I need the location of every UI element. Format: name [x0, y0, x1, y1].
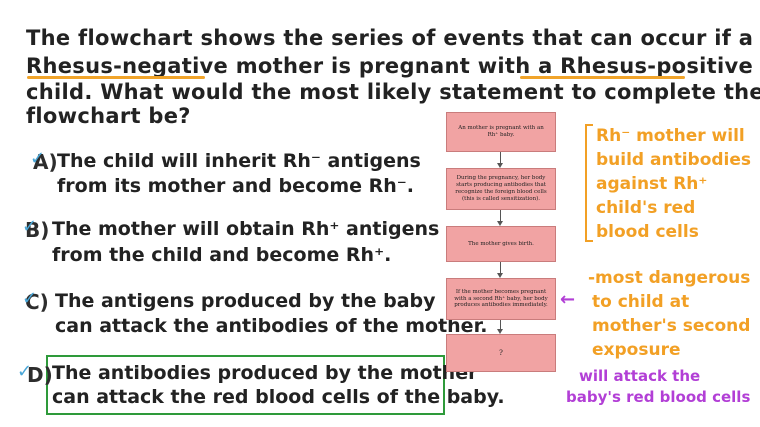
note-mid-line-4: exposure — [592, 340, 681, 360]
note-purple-line-2: baby's red blood cells — [566, 388, 751, 406]
question-line-3: child. What would the most likely statem… — [26, 80, 760, 104]
question-line-1: The flowchart shows the series of events… — [26, 26, 754, 50]
option-a-line-1[interactable]: The child will inherit Rh⁻ antigens — [57, 150, 421, 172]
flowchart-box-4: If the mother becomes pregnant with a se… — [446, 278, 556, 320]
option-b-letter: B) — [25, 218, 50, 242]
note-top-line-3: against Rh⁺ — [596, 174, 708, 194]
flow-arrow-2-head — [497, 221, 503, 226]
option-a-letter: A) — [33, 150, 58, 174]
note-mid-line-3: mother's second — [592, 316, 751, 336]
option-d-check-icon: ✓ — [17, 361, 33, 382]
highlight-rhesus-positive — [520, 76, 685, 79]
option-b-line-1[interactable]: The mother will obtain Rh⁺ antigens — [52, 218, 440, 240]
note-top-line-1: Rh⁻ mother will — [596, 126, 745, 146]
flowchart-box-3: The mother gives birth. — [446, 226, 556, 262]
flowchart-box-1: An mother is pregnant with an Rh⁺ baby. — [446, 112, 556, 152]
highlight-rhesus-negative — [27, 76, 205, 79]
question-line-4: flowchart be? — [26, 104, 191, 128]
option-c-letter: C) — [25, 290, 49, 314]
purple-arrow-icon: ← — [560, 289, 576, 310]
option-d-line-2[interactable]: can attack the red blood cells of the ba… — [52, 386, 505, 408]
option-c-line-1[interactable]: The antigens produced by the baby — [55, 290, 436, 312]
option-a-check-icon: ✓ — [30, 148, 46, 169]
flow-arrow-4 — [500, 320, 501, 330]
note-top-line-5: blood cells — [596, 222, 699, 242]
correct-answer-box — [46, 355, 445, 415]
orange-bracket — [585, 124, 593, 242]
option-d-letter: D) — [27, 363, 53, 387]
flow-arrow-1-head — [497, 163, 503, 168]
option-b-line-2[interactable]: from the child and become Rh⁺. — [52, 244, 392, 266]
flowchart-box-2: During the pregnancy, her body starts pr… — [446, 168, 556, 210]
option-a-line-2[interactable]: from its mother and become Rh⁻. — [57, 175, 415, 197]
flow-arrow-1 — [500, 152, 501, 164]
option-d-line-1[interactable]: The antibodies produced by the mother — [52, 362, 478, 384]
flowchart-box-5-unknown: ? — [446, 334, 556, 372]
option-c-line-2[interactable]: can attack the antibodies of the mother. — [55, 315, 488, 337]
flow-arrow-4-head — [497, 329, 503, 334]
question-line-2: Rhesus-negative mother is pregnant with … — [26, 54, 754, 78]
option-b-check-icon: ✓ — [22, 216, 38, 237]
option-c-check-icon: ✓ — [22, 288, 38, 309]
note-mid-line-1: -most dangerous — [588, 268, 751, 288]
note-top-line-2: build antibodies — [596, 150, 752, 170]
flow-arrow-2 — [500, 210, 501, 222]
flow-arrow-3-head — [497, 273, 503, 278]
note-top-line-4: child's red — [596, 198, 696, 218]
flow-arrow-3 — [500, 262, 501, 274]
note-mid-line-2: to child at — [592, 292, 690, 312]
note-purple-line-1: will attack the — [579, 367, 701, 385]
